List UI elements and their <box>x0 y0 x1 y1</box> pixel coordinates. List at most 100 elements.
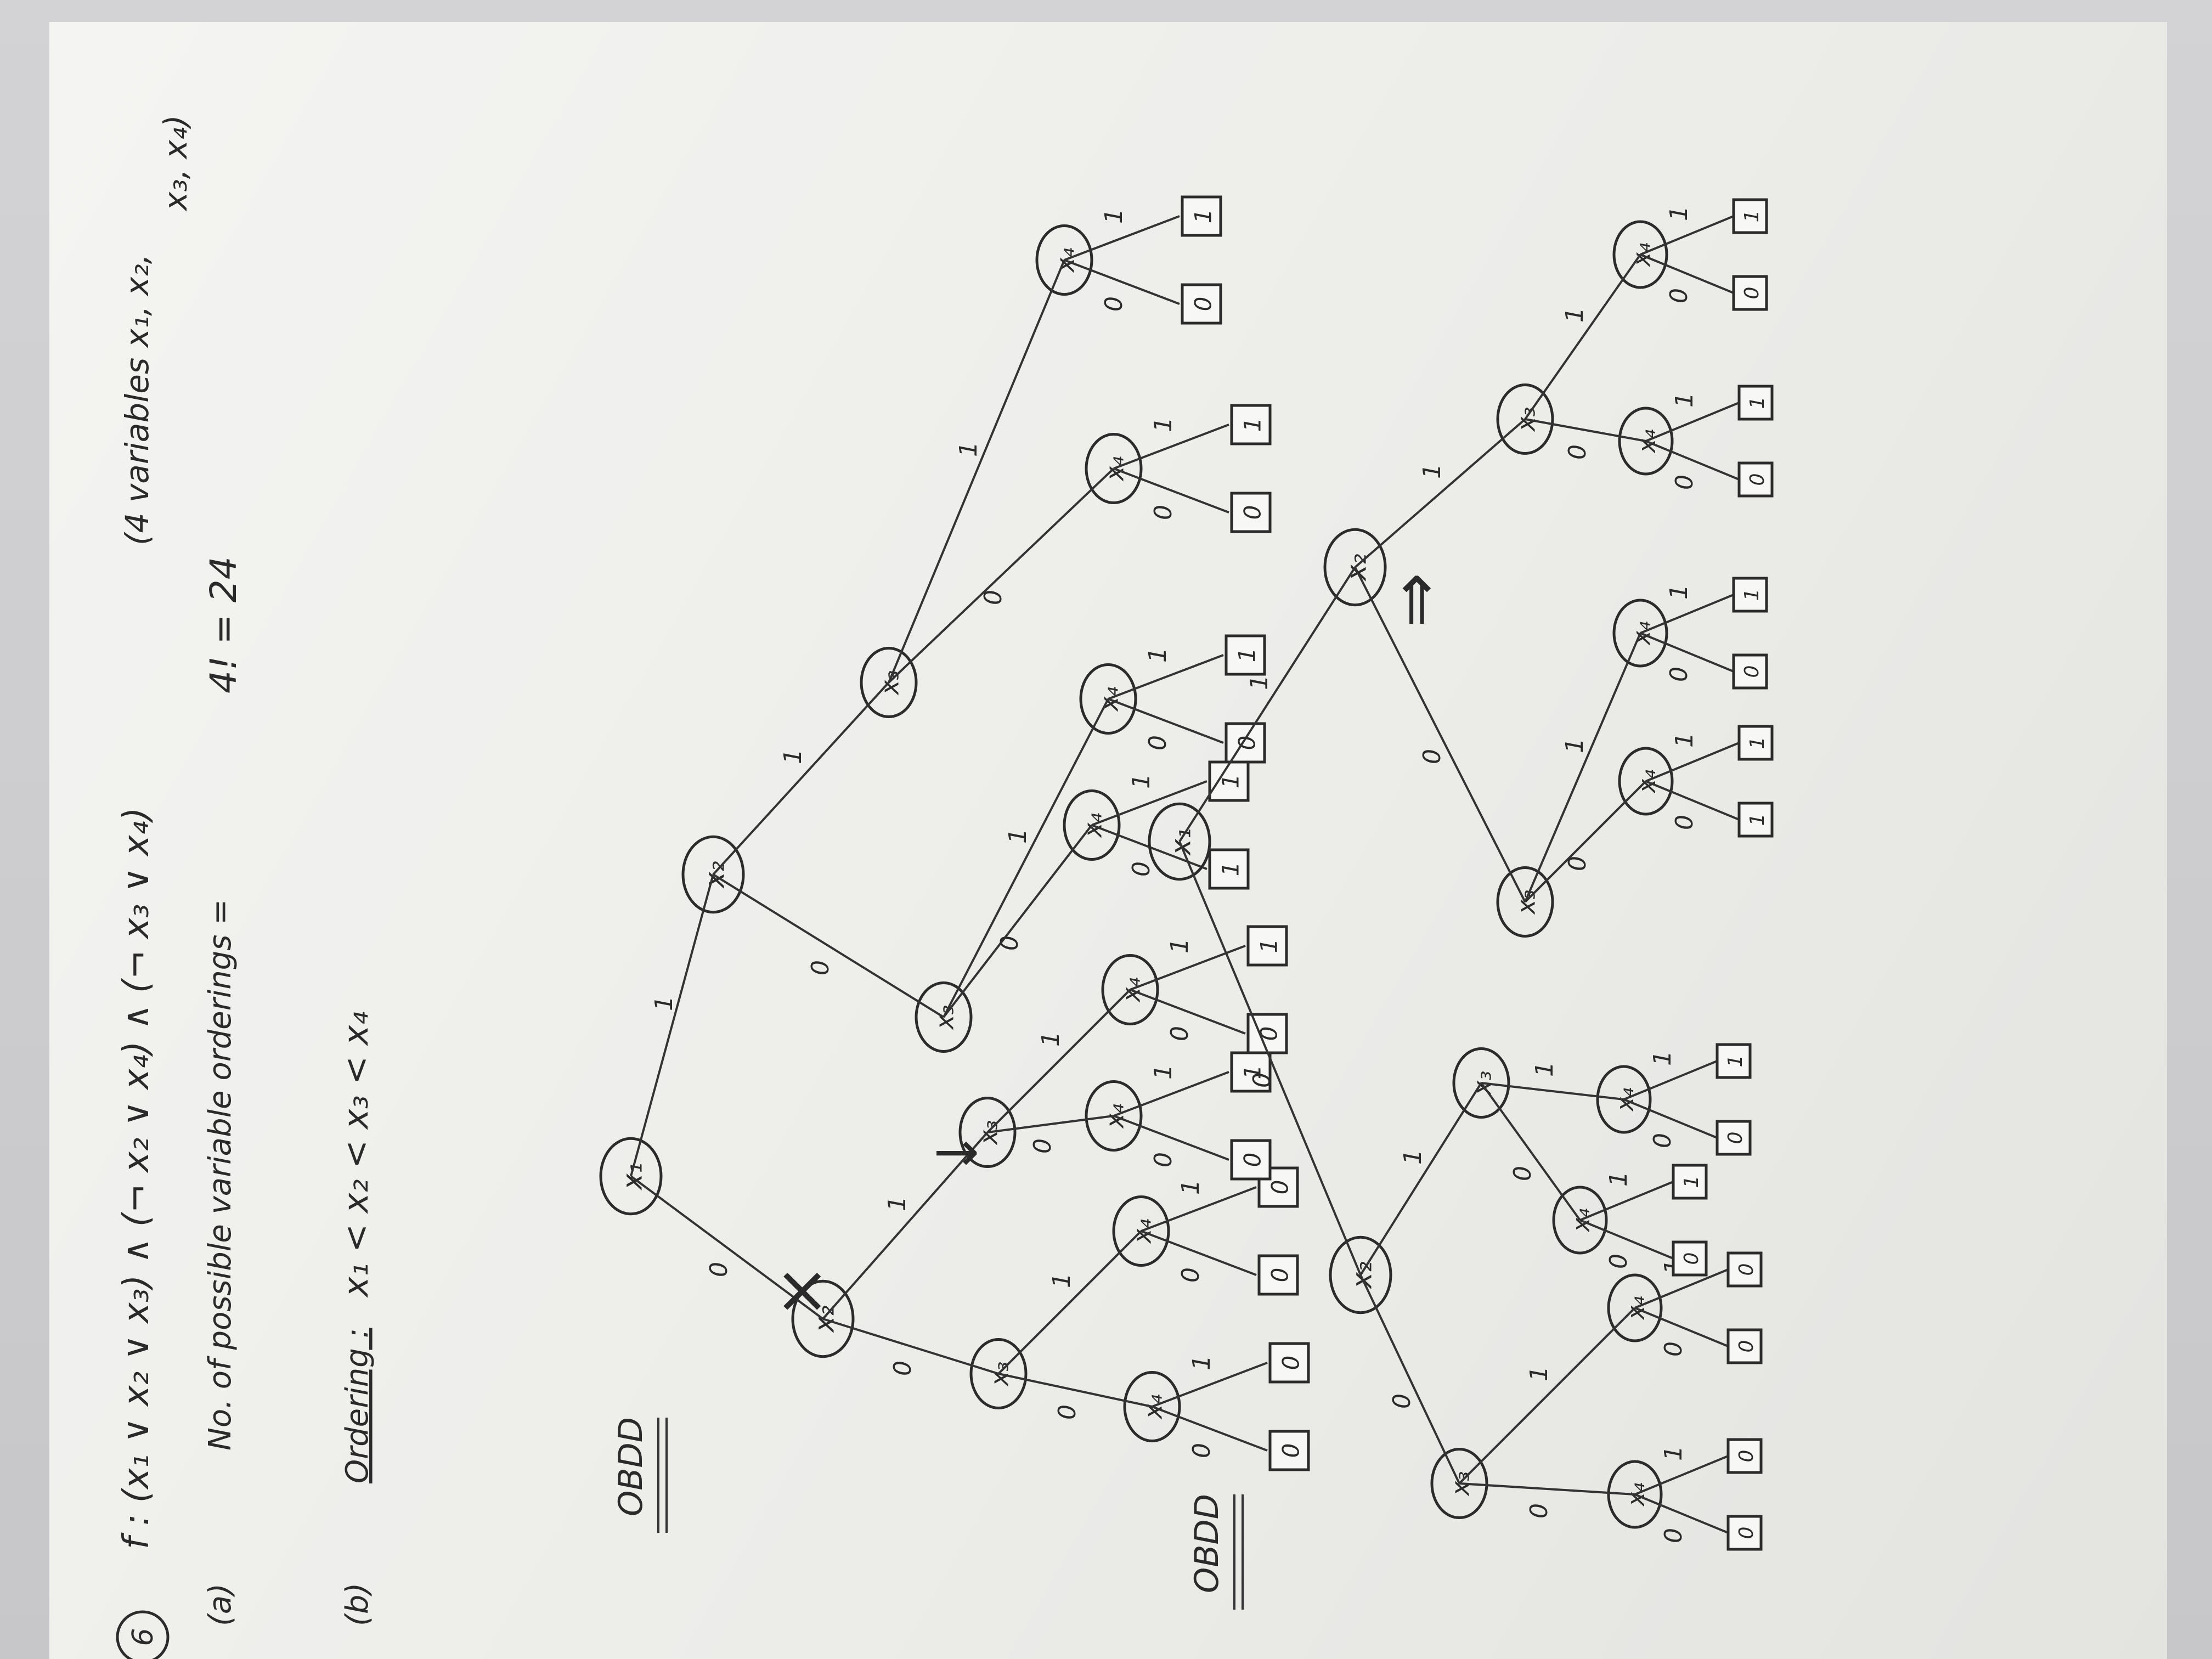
terminal-label: 1 <box>1256 939 1283 953</box>
tree-edge <box>1064 259 1180 305</box>
edge-label: 1 <box>1671 392 1699 408</box>
terminal-label: 1 <box>1746 814 1769 826</box>
variable-node <box>1323 528 1387 607</box>
tree-edge <box>1524 780 1647 903</box>
variable-node <box>1148 802 1211 881</box>
edge-label: 0 <box>705 1262 733 1277</box>
tree-edge <box>712 681 890 876</box>
tree-edge <box>943 698 1109 1018</box>
terminal-label: 1 <box>1680 1176 1703 1188</box>
terminal-node <box>1230 492 1272 533</box>
tree-edge <box>712 873 945 1018</box>
terminal-label: 1 <box>1741 210 1763 223</box>
edge-label: 1 <box>1127 774 1155 789</box>
tree-edge <box>1623 1098 1718 1139</box>
tree-edge <box>888 259 1065 683</box>
edge-label: 0 <box>1671 475 1699 490</box>
terminal-node <box>1737 725 1774 761</box>
edge-label: 1 <box>1665 584 1693 600</box>
obdd-label-2: OBDD <box>1188 1494 1226 1593</box>
edge-label: 0 <box>1649 1133 1677 1148</box>
tree-edge <box>943 824 1093 1018</box>
tree-edge <box>1634 1307 1729 1347</box>
variable-node <box>1085 433 1143 504</box>
edge-label: 0 <box>1665 288 1693 303</box>
tree-edge <box>1108 698 1224 744</box>
edge-label: 0 <box>1166 1026 1194 1041</box>
edge-label: 1 <box>883 1196 911 1211</box>
variable-node <box>1496 866 1554 938</box>
edge-label: 0 <box>1248 1073 1276 1088</box>
part-a-answer: 4! = 24 <box>202 556 245 693</box>
tree-edge <box>1640 253 1734 294</box>
obdd-label-top: OBDD <box>612 1417 668 1533</box>
tree-edge <box>1064 215 1180 261</box>
edge-label: 0 <box>1660 1341 1688 1357</box>
variable-node <box>1063 789 1121 861</box>
variable-node <box>1607 1273 1663 1342</box>
terminal-label: 1 <box>1190 209 1217 224</box>
edge-label: 0 <box>1149 505 1177 520</box>
tree-edge <box>1113 1071 1229 1117</box>
edge-label: 1 <box>1531 1062 1559 1077</box>
terminal-node <box>1672 1240 1708 1277</box>
tree-edge <box>1359 1082 1482 1276</box>
terminal-node <box>1726 1251 1763 1288</box>
terminal-label: 1 <box>1234 648 1261 663</box>
variable-node <box>1035 224 1093 296</box>
terminal-label: 0 <box>1724 1132 1747 1144</box>
terminal-node <box>1716 1043 1752 1079</box>
tree-edge <box>1524 253 1641 420</box>
variable-label: x₃ <box>1512 890 1541 916</box>
edge-label: 1 <box>1048 1273 1076 1288</box>
edge-label: 1 <box>1245 675 1273 690</box>
terminal-label: 0 <box>1735 1450 1758 1463</box>
terminal-label: 0 <box>1267 1268 1294 1283</box>
tree-edge <box>1579 1181 1674 1221</box>
terminal-label: 1 <box>1741 589 1763 601</box>
edge-label: 0 <box>1671 815 1699 830</box>
terminal-node <box>1726 1328 1763 1364</box>
tree-edge <box>1113 424 1229 470</box>
terminal-label: 1 <box>1217 862 1244 877</box>
variables-note-line1: (4 variables x₁, x₂, <box>119 254 156 545</box>
tree-edge <box>1354 418 1526 568</box>
tree-edge <box>1640 215 1734 256</box>
edge-label: 1 <box>1037 1031 1065 1047</box>
variable-node <box>1085 1080 1143 1152</box>
tree-edge <box>1524 633 1641 902</box>
cross-mark: × <box>763 1263 839 1319</box>
terminal-label: 0 <box>1239 505 1266 520</box>
edge-label: 0 <box>1100 296 1128 312</box>
terminal-label: 0 <box>1735 1340 1758 1353</box>
variable-node <box>860 647 918 718</box>
edge-label: 1 <box>1144 647 1172 663</box>
terminal-node <box>1181 283 1222 325</box>
part-a: (a) No. of possible variable orderings =… <box>202 556 245 1626</box>
variable-node <box>1618 747 1674 816</box>
part-a-label: (a) <box>202 1583 238 1626</box>
tree-edge <box>1481 1082 1624 1101</box>
tree-edge <box>1623 1060 1718 1101</box>
tree-edge <box>1640 594 1734 634</box>
terminal-node <box>1726 1515 1763 1551</box>
variable-node <box>1112 1195 1170 1267</box>
terminal-node <box>1224 634 1266 676</box>
terminal-label: 1 <box>1746 737 1769 749</box>
terminal-node <box>1268 1342 1310 1384</box>
edge-label: 1 <box>1188 1355 1216 1370</box>
edge-label: 1 <box>1100 208 1128 224</box>
terminal-label: 1 <box>1239 1065 1266 1080</box>
implies-mark: ⇒ <box>1377 572 1453 628</box>
problem-number: 6 <box>127 1628 160 1646</box>
tree-edge <box>1645 402 1740 442</box>
terminal-node <box>1230 1139 1272 1181</box>
terminal-label: 0 <box>1741 287 1763 300</box>
tree-edge <box>1141 1230 1257 1276</box>
terminal-label: 0 <box>1735 1263 1758 1276</box>
tree-edge <box>822 1131 989 1320</box>
terminal-label: 1 <box>1239 417 1266 432</box>
terminal-label: 0 <box>1278 1443 1305 1458</box>
edge-label: 1 <box>1605 1171 1633 1187</box>
